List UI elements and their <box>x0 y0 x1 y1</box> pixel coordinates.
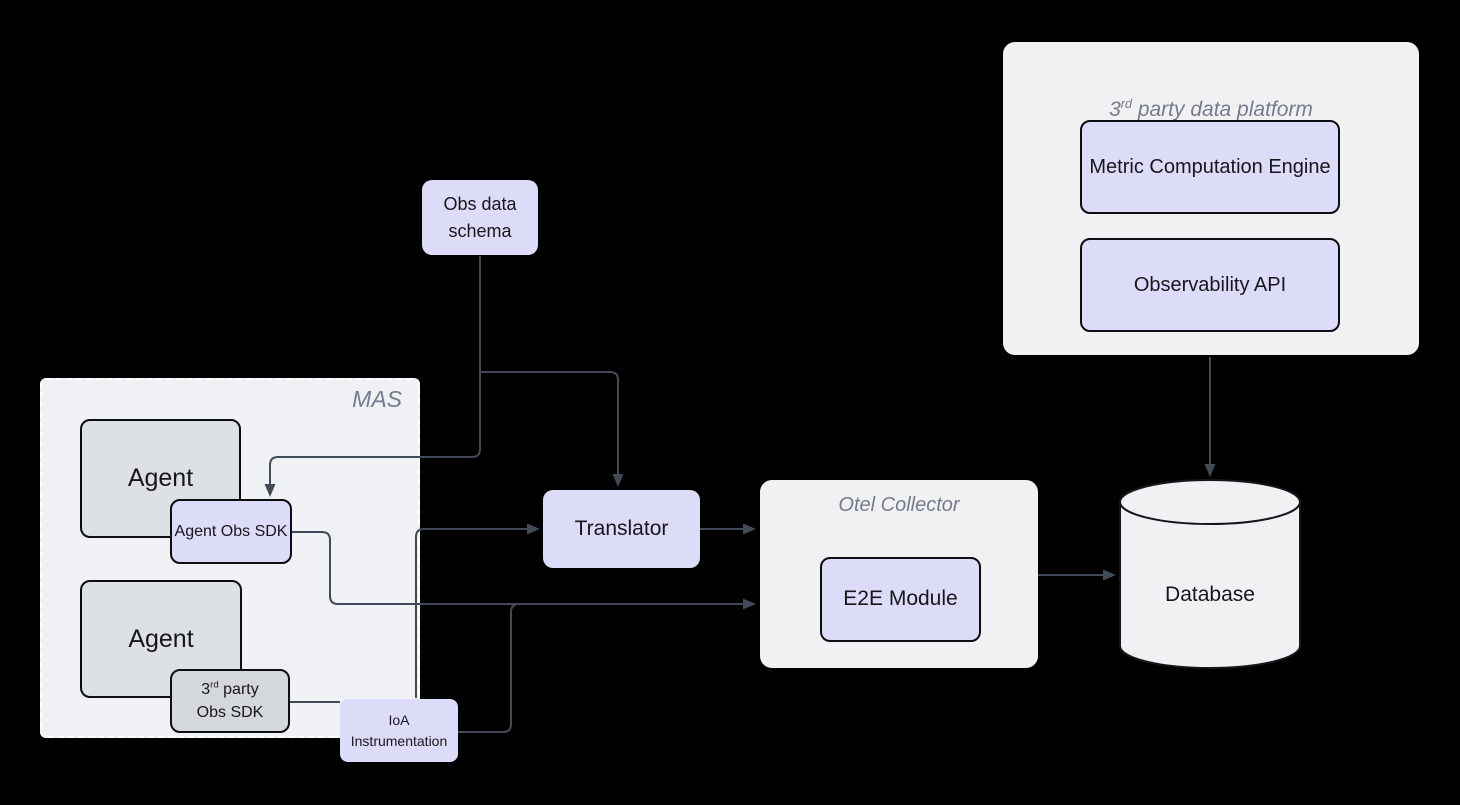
node-agent-obs-sdk: Agent Obs SDK <box>170 499 292 564</box>
third-party-platform-title: 3rd party data platform <box>1003 98 1419 122</box>
node-label: Metric Computation Engine <box>1089 155 1331 178</box>
title-text: 3 <box>1109 98 1121 121</box>
node-label: 3rd party Obs SDK <box>197 678 264 724</box>
otel-collector-title: Otel Collector <box>838 494 960 516</box>
node-label: Obs data schema <box>443 194 517 241</box>
title-text-rest: party data platform <box>1131 98 1313 121</box>
edge-ioa-to-translator <box>415 523 540 698</box>
title-superscript: rd <box>1120 97 1132 111</box>
node-label: Agent <box>127 464 194 493</box>
edge-agent-obs-sdk-to-otel <box>292 531 756 610</box>
node-e2e-module: E2E Module <box>820 557 981 642</box>
node-observability-api: Observability API <box>1080 238 1340 332</box>
node-obs-data-schema: Obs data schema <box>422 180 538 255</box>
node-label: Translator <box>574 516 669 540</box>
database-cylinder <box>1119 479 1301 669</box>
node-label: E2E Module <box>843 587 958 611</box>
mas-title: MAS <box>352 386 402 412</box>
label-text: 3 <box>201 680 211 698</box>
label-superscript: rd <box>210 679 219 691</box>
label-text-rest: party <box>218 680 259 698</box>
label-line2: Obs SDK <box>196 704 264 721</box>
node-label: Observability API <box>1133 273 1287 296</box>
node-translator: Translator <box>543 490 700 568</box>
edge-ioa-to-otel-join <box>458 603 520 733</box>
node-metric-computation-engine: Metric Computation Engine <box>1080 120 1340 214</box>
node-label: Agent <box>128 624 194 653</box>
database-label: Database <box>1130 575 1290 615</box>
node-ioa-instrumentation: IoA Instrumentation <box>340 699 458 762</box>
node-label: Database <box>1165 583 1255 606</box>
node-label: Agent Obs SDK <box>174 522 288 540</box>
edge-obs-schema-to-agent-obs-sdk <box>264 256 481 497</box>
node-third-party-obs-sdk: 3rd party Obs SDK <box>170 669 290 733</box>
edge-obs-schema-to-translator <box>480 371 624 487</box>
node-label: IoA Instrumentation <box>350 712 448 749</box>
